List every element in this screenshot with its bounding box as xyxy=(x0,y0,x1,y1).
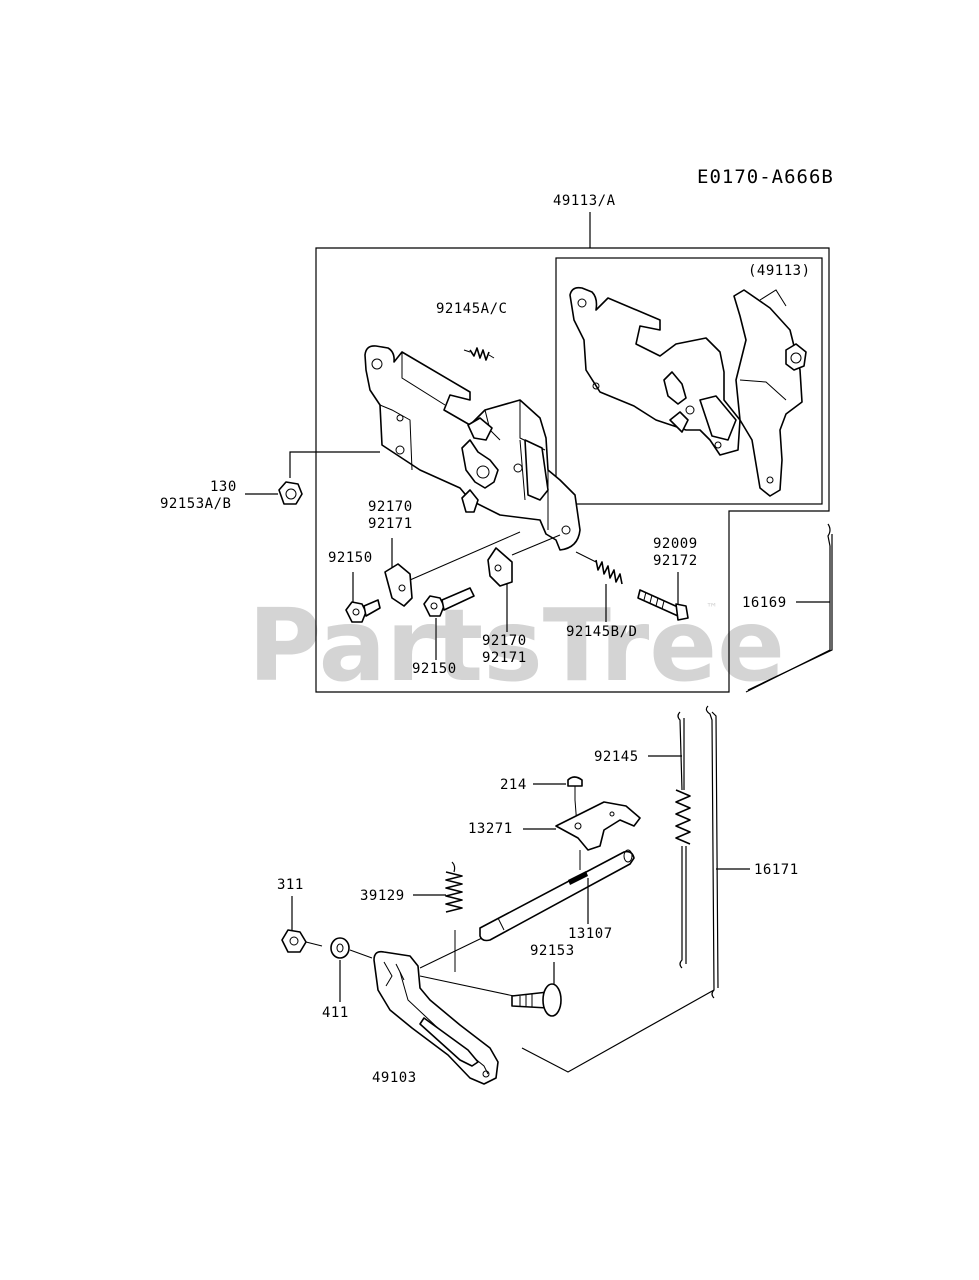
label-bolt-92153ab[interactable]: 92153A/B xyxy=(160,496,231,512)
plate-92170-a xyxy=(384,563,413,607)
mounting-hole xyxy=(371,358,383,370)
spring-92145bd xyxy=(575,551,623,585)
guide-line xyxy=(409,531,521,581)
spring-92145ac xyxy=(463,347,495,361)
screw-92150-right xyxy=(423,587,475,617)
guide-line xyxy=(419,937,483,969)
label-screw-right[interactable]: 92150 xyxy=(412,661,457,677)
guide-line xyxy=(349,949,373,959)
label-spring-bd[interactable]: 92145B/D xyxy=(566,624,637,640)
inset-control-plate xyxy=(569,286,807,497)
label-plate-b-92170[interactable]: 92170 xyxy=(482,633,527,649)
mounting-hole xyxy=(396,414,404,422)
label-plate-a-92171[interactable]: 92171 xyxy=(368,516,413,532)
guide-line xyxy=(511,534,561,556)
screw-214 xyxy=(567,776,583,800)
label-shaft-13107[interactable]: 13107 xyxy=(568,926,613,942)
label-assembly[interactable]: 49113/A xyxy=(553,193,616,209)
label-nut-311[interactable]: 311 xyxy=(277,877,304,893)
label-spring-ac[interactable]: 92145A/C xyxy=(436,301,507,317)
label-pin-92153[interactable]: 92153 xyxy=(530,943,575,959)
lever-49103 xyxy=(373,950,499,1085)
plate-13271 xyxy=(555,801,641,851)
guide-line xyxy=(419,975,515,997)
screw-92150-left xyxy=(345,599,381,623)
watermark: PartsTree xyxy=(248,587,785,704)
nut-311 xyxy=(281,929,307,953)
bolt-130 xyxy=(278,481,303,505)
bolt-92009 xyxy=(637,589,689,621)
leader-bolt-130-up xyxy=(289,451,380,478)
label-rod-16171[interactable]: 16171 xyxy=(754,862,799,878)
label-bolt-92172[interactable]: 92172 xyxy=(653,553,698,569)
rod-16171 xyxy=(521,705,719,1073)
label-bolt-130[interactable]: 130 xyxy=(210,479,237,495)
label-plate-13271[interactable]: 13271 xyxy=(468,821,513,837)
label-plate-b-92171[interactable]: 92171 xyxy=(482,650,527,666)
label-spring-92145[interactable]: 92145 xyxy=(594,749,639,765)
inset-box xyxy=(555,257,823,505)
plate-92170-b xyxy=(487,547,513,587)
pin-92153 xyxy=(511,983,562,1017)
label-screw-214[interactable]: 214 xyxy=(500,777,527,793)
guide-line xyxy=(305,941,323,947)
label-bolt-92009[interactable]: 92009 xyxy=(653,536,698,552)
label-spring-39129[interactable]: 39129 xyxy=(360,888,405,904)
control-plate xyxy=(364,345,581,551)
mounting-hole xyxy=(395,445,405,455)
label-inset[interactable]: (49113) xyxy=(748,263,811,279)
assembly-box xyxy=(315,247,830,693)
label-rod-16169[interactable]: 16169 xyxy=(742,595,787,611)
mounting-hole xyxy=(561,525,571,535)
spring-39129 xyxy=(445,861,463,972)
label-plate-a-92170[interactable]: 92170 xyxy=(368,499,413,515)
diagram-code: E0170-A666B xyxy=(697,166,834,188)
mounting-hole xyxy=(513,463,523,473)
label-screw-left[interactable]: 92150 xyxy=(328,550,373,566)
spring-rod-92145 xyxy=(675,711,691,969)
watermark-tm: ™ xyxy=(706,601,718,615)
rod-16169 xyxy=(745,523,833,693)
washer-411 xyxy=(330,937,350,959)
label-lever-49103[interactable]: 49103 xyxy=(372,1070,417,1086)
label-washer-411[interactable]: 411 xyxy=(322,1005,349,1021)
